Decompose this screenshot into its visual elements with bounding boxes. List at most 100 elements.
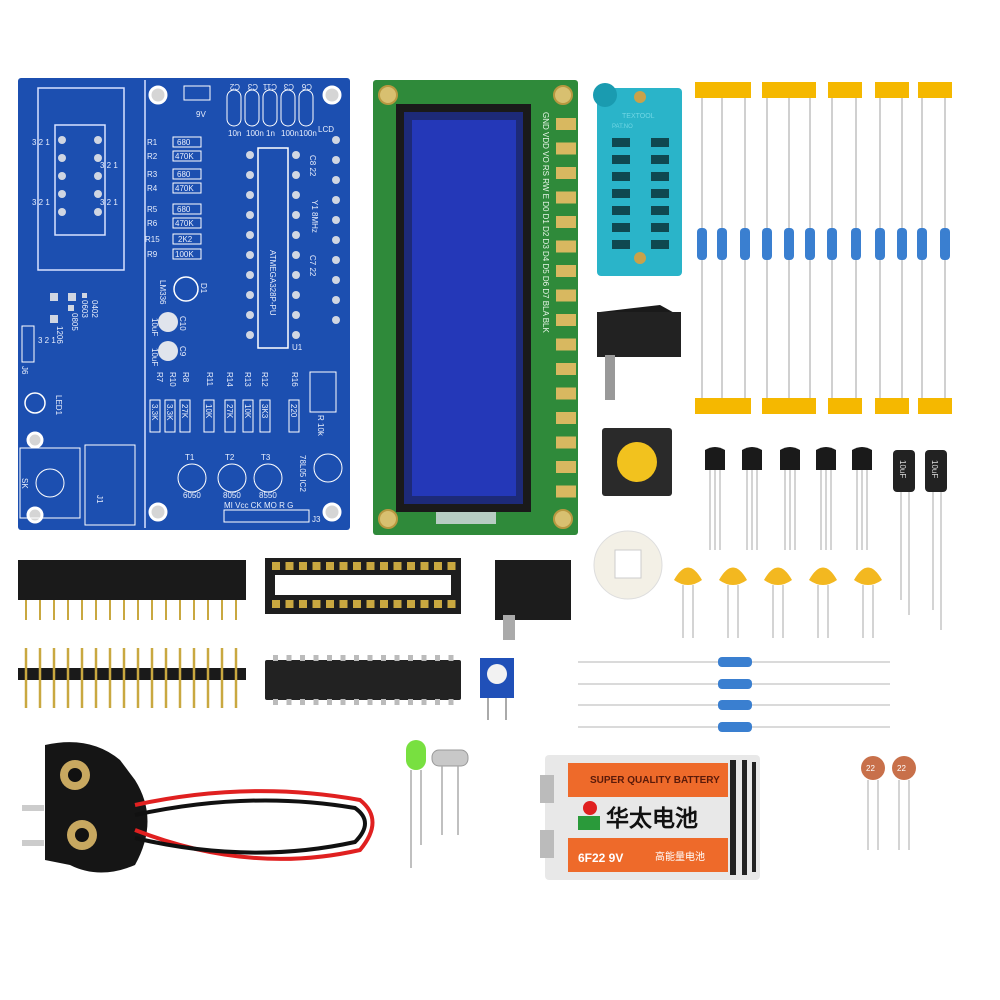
ceramic-capacitor	[719, 567, 747, 585]
svg-text:SK: SK	[20, 478, 29, 489]
resistor	[718, 722, 752, 732]
rocker-switch	[597, 305, 681, 400]
svg-text:R15: R15	[145, 235, 160, 244]
cap-ref: C11	[262, 82, 277, 91]
svg-text:2K2: 2K2	[178, 235, 193, 244]
svg-text:R10: R10	[168, 372, 177, 387]
dip-28-socket	[265, 558, 461, 614]
transistor	[705, 447, 725, 470]
resistor	[827, 228, 837, 260]
socket-contact	[420, 562, 429, 570]
svg-text:R7: R7	[155, 372, 164, 383]
svg-text:680: 680	[177, 205, 191, 214]
zif-slot	[612, 138, 630, 147]
mcu-footprint	[257, 147, 289, 349]
svg-text:R8: R8	[181, 372, 190, 383]
cap-label: 100n	[246, 129, 264, 138]
tape	[828, 82, 862, 98]
svg-text:680: 680	[177, 138, 191, 147]
ceramic-capacitor	[674, 567, 702, 585]
svg-text:R1: R1	[147, 138, 158, 147]
socket-contact	[447, 562, 456, 570]
chip-pin	[273, 699, 278, 705]
resistor	[697, 228, 707, 260]
svg-text:T3: T3	[261, 453, 271, 462]
resistor	[875, 228, 885, 260]
svg-text:LM336: LM336	[158, 280, 167, 305]
9v-battery: SUPER QUALITY BATTERY 华太电池 6F22 9V 高能量电池	[540, 755, 760, 880]
svg-text:C8 22: C8 22	[308, 155, 317, 177]
socket-contact	[393, 562, 402, 570]
resistor	[784, 228, 794, 260]
svg-text:MI Vcc CK MO R G: MI Vcc CK MO R G	[224, 501, 293, 510]
svg-text:LED1: LED1	[54, 395, 63, 416]
socket-contact	[312, 600, 321, 608]
ceramic-capacitor	[854, 567, 882, 585]
trimmer-potentiometer	[480, 658, 514, 720]
socket-contact	[326, 562, 334, 570]
lower-resistor-footprints: R7 R10 R8 R11 R14 R13 R12 R16 3.3K 3.3K …	[149, 372, 300, 433]
tape	[875, 398, 909, 414]
chip-pin	[381, 655, 386, 661]
zif-slot	[651, 206, 669, 215]
lcd-pin	[556, 363, 576, 375]
svg-text:3 2 1: 3 2 1	[100, 161, 118, 170]
socket-contact	[285, 600, 294, 608]
resistor	[718, 657, 752, 667]
battery-top-text: SUPER QUALITY BATTERY	[590, 775, 720, 786]
svg-text:R3: R3	[147, 170, 158, 179]
dc-power-jack	[495, 560, 571, 640]
chip-pin	[286, 699, 292, 705]
chip-pin	[313, 655, 319, 661]
tape	[875, 82, 909, 98]
svg-text:10uF: 10uF	[150, 318, 159, 336]
mcu-label: ATMEGA328P-PU	[268, 250, 277, 316]
svg-text:R4: R4	[147, 184, 158, 193]
cap-ref: C2	[229, 82, 240, 91]
chip-pin	[300, 655, 305, 661]
smd-pads	[50, 293, 87, 323]
svg-text:J3: J3	[312, 515, 321, 524]
svg-text:220: 220	[289, 404, 298, 418]
lcd-pin	[556, 485, 576, 498]
svg-text:0603: 0603	[80, 300, 89, 318]
lcd-pin	[556, 118, 576, 130]
socket-contact	[353, 600, 361, 608]
tape	[762, 398, 816, 414]
svg-text:10uF: 10uF	[898, 460, 907, 478]
chip-pin	[367, 699, 373, 705]
zif-slot	[612, 189, 630, 198]
lcd-pin-labels: GND VDD VO RS RW E D0 D1 D2 D3 D4 D5 D6 …	[541, 112, 550, 333]
chip-pin	[354, 699, 359, 705]
socket-contact	[339, 600, 348, 608]
transistor	[852, 447, 872, 470]
battery-snap-connector	[22, 742, 375, 873]
lcd-pin	[556, 216, 576, 228]
svg-text:6050: 6050	[183, 491, 201, 500]
electrolytic-capacitors: 10uF 10uF	[893, 450, 947, 630]
svg-text:100K: 100K	[175, 250, 194, 259]
tape	[695, 398, 751, 414]
chip-pin	[367, 655, 373, 661]
lcd-pin	[556, 240, 576, 253]
svg-text:3 2 1: 3 2 1	[32, 198, 50, 207]
svg-text:C10: C10	[178, 316, 187, 331]
svg-text:C9: C9	[178, 346, 187, 357]
cap-ref: C3	[283, 82, 294, 91]
transistor	[742, 447, 762, 470]
svg-text:R 10k: R 10k	[316, 415, 325, 437]
ceramic-capacitors-22pf: 22 22	[861, 756, 916, 850]
lcd-pin	[556, 142, 576, 155]
chip-pin	[408, 655, 413, 661]
female-pin-header	[18, 560, 246, 620]
chip-pin	[394, 699, 400, 705]
cap-ref-labels: C2 C3 C11 C3 C6	[229, 82, 312, 91]
resistor	[718, 679, 752, 689]
chip-pin	[421, 655, 427, 661]
socket-contact	[299, 562, 307, 570]
male-pin-header	[18, 648, 246, 708]
svg-text:R9: R9	[147, 250, 158, 259]
zif-socket: TEXTOOL PAT.NO	[593, 83, 682, 276]
resistor	[897, 228, 907, 260]
socket-contact	[380, 600, 388, 608]
